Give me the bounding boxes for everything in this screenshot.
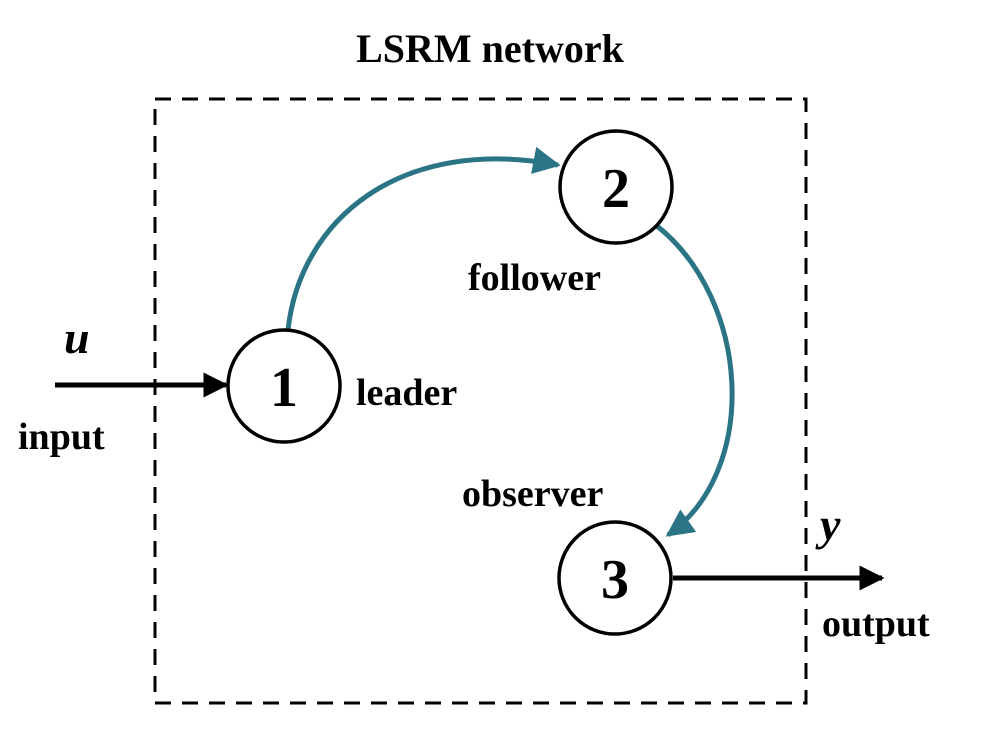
- node-3: 3: [557, 520, 673, 636]
- input-label: input: [18, 416, 105, 458]
- role-follower: follower: [468, 257, 601, 299]
- output-label: output: [822, 603, 930, 645]
- node-2: 2: [558, 129, 674, 245]
- node-1: 1: [226, 328, 342, 444]
- role-leader: leader: [356, 372, 457, 414]
- node-2-circle: [558, 129, 674, 245]
- role-observer: observer: [462, 473, 604, 515]
- node-1-circle: [226, 328, 342, 444]
- input-symbol: u: [64, 312, 90, 363]
- node-2-label: 2: [602, 158, 630, 220]
- diagram-title: LSRM network: [356, 26, 625, 71]
- node-3-circle: [557, 520, 673, 636]
- output-symbol: y: [815, 499, 841, 550]
- network-boundary: [153, 97, 808, 705]
- edge-leader-to-follower: [285, 146, 561, 331]
- node-1-label: 1: [270, 357, 298, 419]
- edge-follower-to-observer: [655, 224, 735, 538]
- node-3-label: 3: [601, 549, 629, 611]
